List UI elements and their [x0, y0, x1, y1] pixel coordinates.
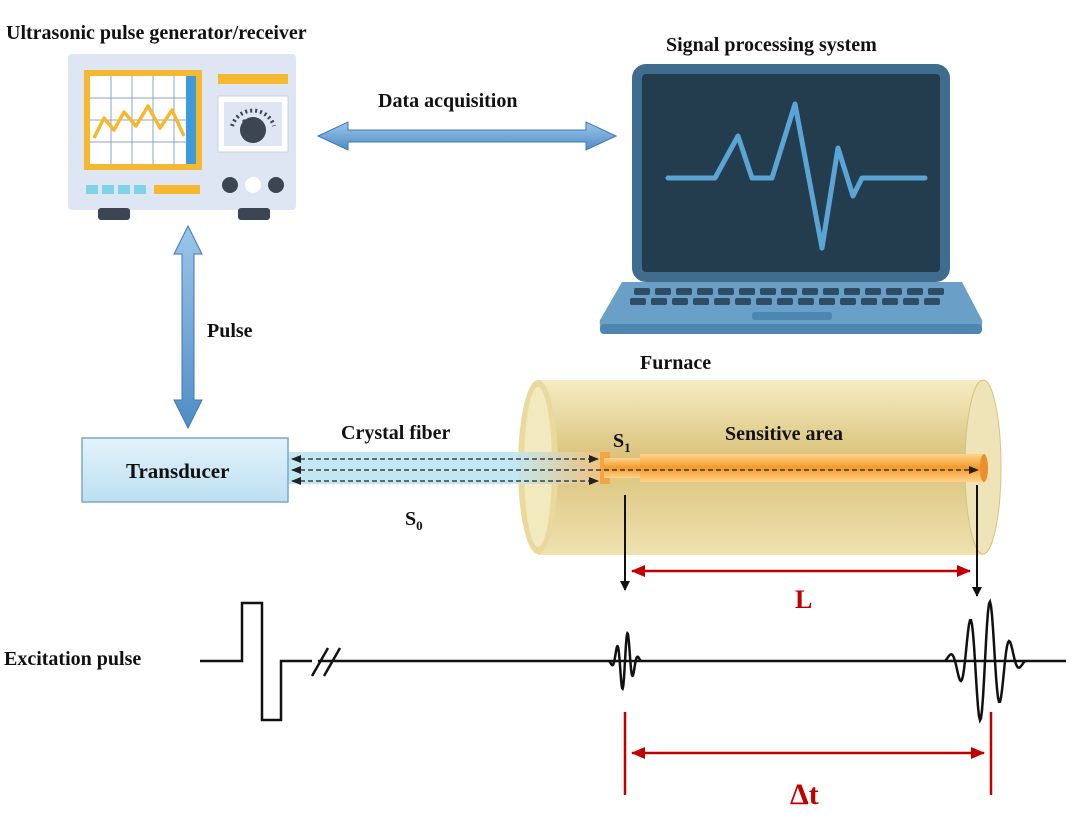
crystal-fiber: [288, 452, 988, 485]
crystal-fiber-label: Crystal fiber: [341, 422, 451, 444]
pulse-arrow: [173, 224, 203, 430]
oscilloscope-device-icon: [68, 54, 296, 220]
sensitive-area-label: Sensitive area: [725, 423, 843, 445]
delta-t-label: Δt: [790, 778, 819, 811]
data-acquisition-arrow: [316, 121, 618, 151]
transducer-label: Transducer: [126, 459, 230, 483]
transducer-box: [81, 437, 289, 503]
data-acquisition-label: Data acquisition: [378, 90, 518, 112]
pulse-label: Pulse: [207, 320, 253, 342]
s1-label: S1: [613, 430, 631, 455]
excitation-waveform: [200, 598, 1066, 724]
length-label: L: [795, 585, 813, 614]
generator-label: Ultrasonic pulse generator/receiver: [6, 22, 307, 44]
processing-label: Signal processing system: [666, 34, 877, 56]
delta-t-dimension: [623, 712, 993, 795]
furnace-label: Furnace: [640, 352, 712, 374]
laptop-icon: [599, 64, 983, 334]
excitation-pulse-label: Excitation pulse: [4, 648, 142, 670]
s0-label: S0: [405, 508, 423, 533]
